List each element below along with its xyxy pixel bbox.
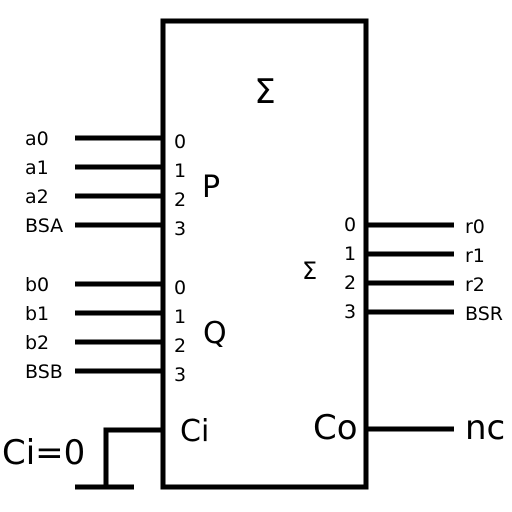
output-label-r1: r1	[465, 245, 485, 267]
carry-out-label: Co	[313, 408, 358, 448]
output-label-r2: r2	[465, 274, 485, 296]
input-group-q: b0 b1 b2 BSB 0 1 2 3 Q	[25, 274, 227, 386]
carry-in-value: Ci=0	[2, 433, 85, 473]
input-label-b2: b2	[25, 332, 49, 354]
output-sum-symbol: Σ	[302, 257, 317, 285]
input-group-p: a0 a1 a2 BSA 0 1 2 3 P	[25, 128, 220, 240]
pin-index-r0: 0	[344, 214, 356, 236]
carry-out-value: nc	[465, 408, 505, 448]
pin-index-q3: 3	[174, 364, 186, 386]
carry-in-wire	[103, 427, 163, 487]
pin-index-p1: 1	[174, 160, 186, 182]
output-group: r0 r1 r2 BSR 0 1 2 3 Σ	[302, 214, 503, 325]
pin-index-r3: 3	[344, 301, 356, 323]
input-label-b1: b1	[25, 303, 49, 325]
pin-index-r2: 2	[344, 272, 356, 294]
input-label-a2: a2	[25, 186, 49, 208]
pin-index-q2: 2	[174, 335, 186, 357]
output-label-r0: r0	[465, 216, 485, 238]
block-sum-symbol: Σ	[254, 72, 275, 112]
pin-index-q0: 0	[174, 277, 186, 299]
input-label-b0: b0	[25, 274, 49, 296]
pin-index-q1: 1	[174, 306, 186, 328]
input-label-a0: a0	[25, 128, 49, 150]
carry-out: nc Co	[313, 408, 505, 448]
carry-in: Ci=0 Ci	[2, 414, 209, 490]
input-label-bsa: BSA	[25, 215, 63, 237]
pin-index-p0: 0	[174, 131, 186, 153]
input-label-bsb: BSB	[25, 361, 63, 383]
pin-index-r1: 1	[344, 243, 356, 265]
carry-in-label: Ci	[180, 414, 209, 449]
group-label-q: Q	[203, 316, 227, 351]
output-label-bsr: BSR	[465, 303, 503, 325]
pin-index-p2: 2	[174, 189, 186, 211]
pin-index-p3: 3	[174, 218, 186, 240]
input-label-a1: a1	[25, 157, 49, 179]
group-label-p: P	[202, 170, 220, 205]
